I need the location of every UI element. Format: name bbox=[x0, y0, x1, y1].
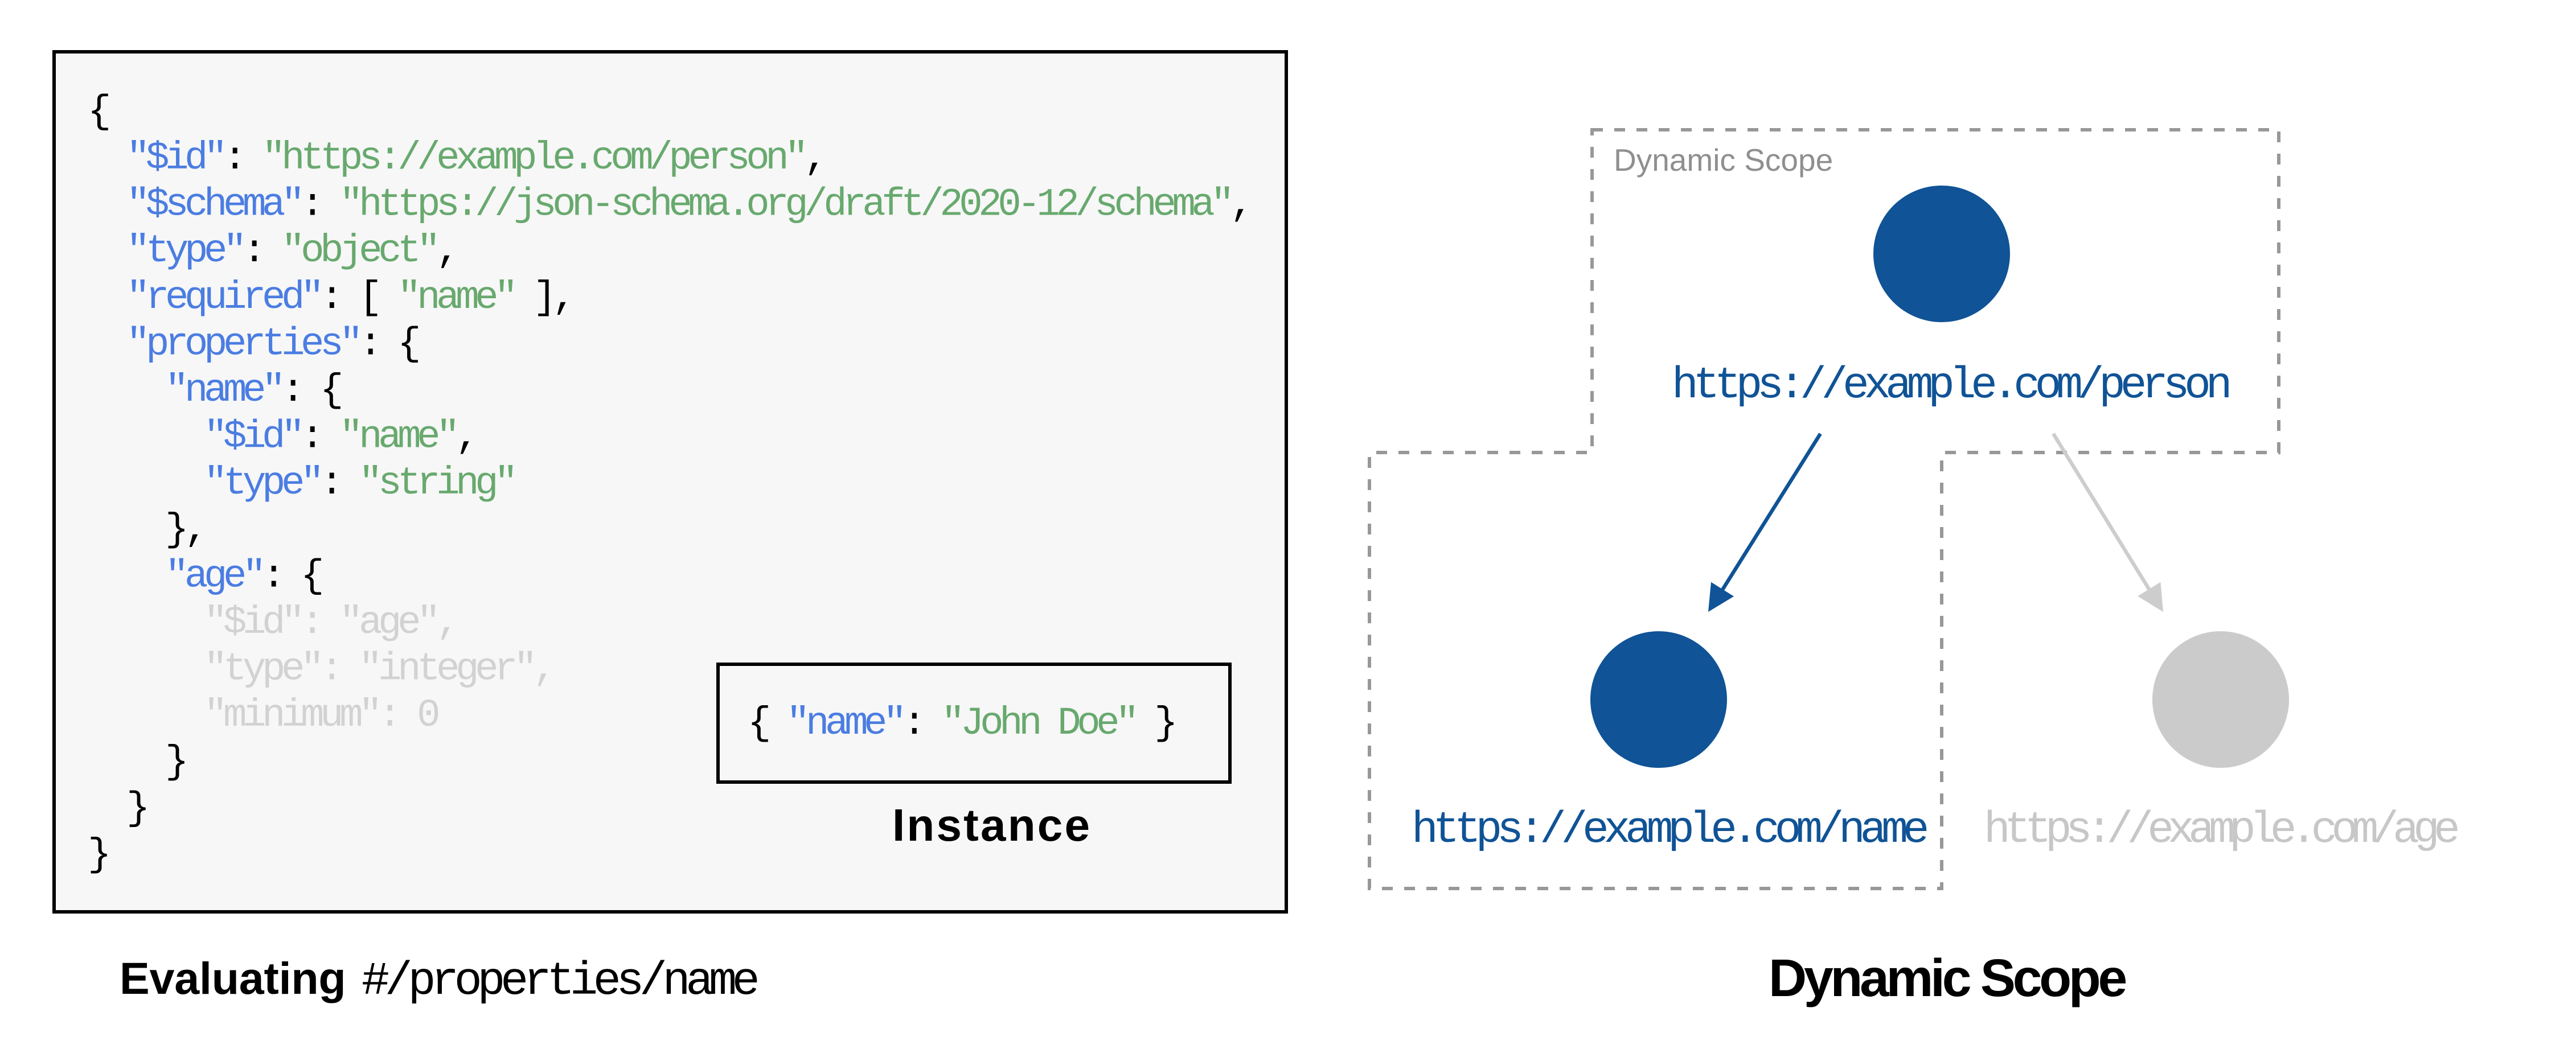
svg-text:https://example.com/person: https://example.com/person bbox=[1672, 361, 2229, 411]
svg-text:"$id": "name",: "$id": "name", bbox=[204, 415, 475, 459]
svg-text:Dynamic Scope: Dynamic Scope bbox=[1769, 948, 2126, 1007]
svg-text:"type": "integer",: "type": "integer", bbox=[204, 647, 552, 692]
svg-text:"name": {: "name": { bbox=[165, 368, 341, 413]
svg-text:"type": "object",: "type": "object", bbox=[126, 229, 456, 273]
svg-text:Dynamic Scope: Dynamic Scope bbox=[1614, 142, 1833, 178]
svg-text:https://example.com/name: https://example.com/name bbox=[1412, 805, 1927, 855]
svg-text:"type": "string": "type": "string" bbox=[204, 461, 514, 505]
svg-text:"$id": "https://example.com/pe: "$id": "https://example.com/person", bbox=[126, 136, 823, 180]
svg-text:{ "name": "John Doe" }: { "name": "John Doe" } bbox=[748, 701, 1174, 746]
svg-text:"properties": {: "properties": { bbox=[126, 322, 418, 366]
svg-text:"$id": "age",: "$id": "age", bbox=[204, 600, 456, 645]
svg-text:}: } bbox=[126, 786, 146, 830]
svg-text:}: } bbox=[165, 740, 184, 784]
svg-text:https://example.com/age: https://example.com/age bbox=[1984, 805, 2458, 855]
svg-text:},: }, bbox=[165, 508, 204, 552]
svg-text:Evaluating: Evaluating bbox=[120, 953, 346, 1003]
svg-text:"required": [ "name" ],: "required": [ "name" ], bbox=[126, 275, 572, 320]
svg-text:"minimum": 0: "minimum": 0 bbox=[204, 693, 438, 738]
svg-text:"age": {: "age": { bbox=[165, 554, 321, 598]
svg-text:"$schema": "https://json-schem: "$schema": "https://json-schema.org/draf… bbox=[126, 183, 1249, 227]
svg-text:{: { bbox=[88, 89, 108, 134]
svg-text:Instance: Instance bbox=[892, 800, 1092, 850]
svg-text:}: } bbox=[88, 833, 107, 877]
svg-text:#/properties/name: #/properties/name bbox=[362, 955, 757, 1008]
